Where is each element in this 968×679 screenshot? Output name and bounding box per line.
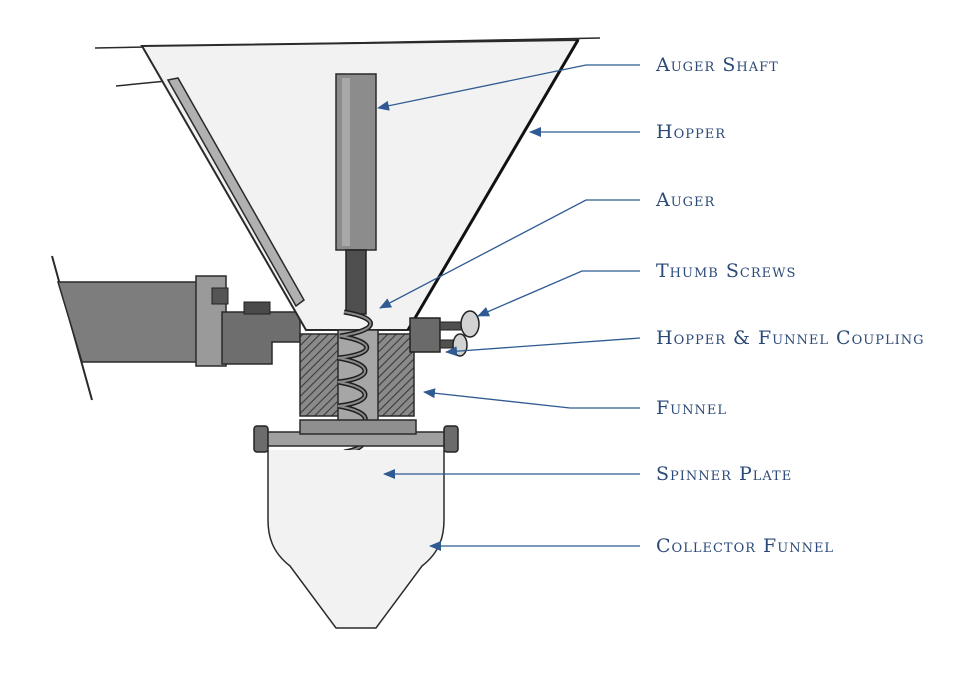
mount-plate	[253, 419, 459, 488]
label-auger: Auger	[656, 189, 716, 211]
auger-shaft-part	[335, 73, 377, 315]
leader-auger	[379, 199, 640, 309]
label-hopper-funnel-coupling: Hopper & Funnel Coupling	[656, 327, 925, 349]
label-hopper: Hopper	[656, 121, 726, 143]
leader-lines	[377, 64, 641, 551]
leader-thumb-screws	[477, 270, 640, 317]
coupling-part	[409, 310, 480, 357]
leader-coupling	[445, 337, 641, 357]
label-auger-shaft: Auger Shaft	[656, 54, 779, 76]
label-thumb-screws: Thumb Screws	[656, 260, 797, 282]
label-collector-funnel: Collector Funnel	[656, 535, 835, 557]
label-spinner-plate: Spinner Plate	[656, 463, 793, 485]
drive-housing	[51, 255, 301, 401]
leader-auger-shaft	[377, 64, 640, 111]
leader-funnel	[423, 388, 640, 409]
label-funnel: Funnel	[656, 397, 728, 419]
collector-funnel-part	[267, 450, 445, 629]
